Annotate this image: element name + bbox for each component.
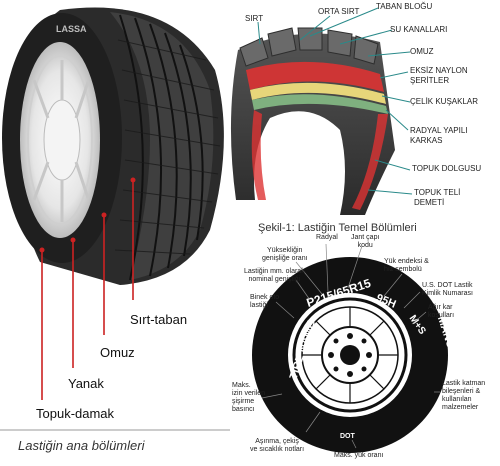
label-agir-line1: Ağır kar [428, 304, 453, 311]
caption: Lastiğin ana bölümleri [18, 438, 145, 453]
label-maks-yuk: Maks. yük oranı [334, 452, 384, 459]
label-jant-line1: Jant çapı [351, 234, 380, 241]
label-omuz: Omuz [100, 345, 135, 360]
figure-title: Şekil-1: Lastiğin Temel Bölümleri [258, 222, 417, 234]
label-jant: Jant çapı kodu [351, 234, 379, 250]
label-maks-line2: izin verilen [232, 390, 266, 397]
label-radyal-line1: RADYAL YAPILI [410, 126, 468, 135]
label-agir-line2: koşulları [428, 312, 455, 319]
label-maks-line4: basıncı [232, 406, 255, 413]
label-eksiz-naylon-line2: ŞERİTLER [410, 76, 450, 85]
label-maks-line1: Maks. [232, 382, 251, 389]
label-topuk-damak: Topuk-damak [36, 406, 115, 421]
label-mm-line1: Lastiğin mm. olarak [244, 268, 305, 275]
label-radyal-karkas: RADYAL YAPILI KARKAS [410, 126, 468, 146]
label-su-kanallari: SU KANALLARI [390, 25, 448, 34]
label-yukseklik-line1: Yüksekliğin [267, 247, 303, 254]
label-orta-sirt: ORTA SIRT [318, 7, 360, 16]
label-usdot-line1: U.S. DOT Lastik [422, 282, 473, 289]
label-yukseklik-line2: genişliğe oranı [262, 255, 308, 262]
label-sirt-taban: Sırt-taban [130, 312, 188, 327]
tire-sidewall-diagram: P215/65R15 95H M+S TIRE NAME MANUFACTURE… [252, 243, 475, 453]
label-omuz-cut: OMUZ [410, 47, 434, 56]
label-eksiz-naylon-line1: EKSİZ NAYLON [410, 66, 468, 75]
label-usdot: U.S. DOT Lastik Kimlik Numarası [422, 282, 473, 298]
label-yuk: Yük endeksi & hız sembolü [384, 258, 429, 274]
label-yuk-line1: Yük endeksi & [384, 258, 429, 265]
label-jant-line2: kodu [357, 242, 373, 249]
label-topuk-dolgusu: TOPUK DOLGUSU [412, 164, 482, 173]
label-yuk-line2: hız sembolü [384, 266, 422, 273]
label-katman-line4: malzemeler [442, 404, 479, 411]
tire-photo: LASSA [2, 7, 224, 400]
label-radyal: Radyal [316, 234, 338, 241]
tire-dot-text: DOT [340, 433, 356, 440]
brand-label: LASSA [56, 24, 87, 34]
label-binek-line2: lastiği [250, 302, 268, 309]
label-maks-line3: şişirme [232, 398, 255, 405]
label-taban-blogu: TABAN BLOĞU [376, 2, 433, 11]
label-binek: Binek oto lastiği [250, 294, 279, 310]
label-asinma-line1: Aşınma, çekiş [255, 438, 299, 445]
label-katman: Lastik katman bileşenleri & kullanılan m… [442, 380, 485, 412]
label-agir-kar: Ağır kar koşulları [428, 304, 454, 320]
label-maks-basinc: Maks. izin verilen şişirme basıncı [232, 382, 265, 414]
label-topuk-teli: TOPUK TELİ DEMETİ [414, 188, 460, 208]
label-binek-line1: Binek oto [250, 294, 280, 301]
label-eksiz-naylon: EKSİZ NAYLON ŞERİTLER [410, 66, 468, 86]
tire-cutaway [230, 7, 413, 215]
label-usdot-line2: Kimlik Numarası [422, 290, 473, 297]
label-topuk-teli-line2: DEMETİ [414, 198, 445, 207]
label-mm: Lastiğin mm. olarak nominal genişliği [244, 268, 305, 284]
label-topuk-teli-line1: TOPUK TELİ [414, 188, 461, 197]
label-katman-line2: bileşenleri & [442, 388, 481, 395]
label-katman-line1: Lastik katman [442, 380, 486, 387]
label-celik-kusaklar: ÇELİK KUŞAKLAR [410, 97, 479, 106]
label-radyal-line2: KARKAS [410, 136, 443, 145]
label-mm-line2: nominal genişliği [248, 276, 301, 283]
label-yanak: Yanak [68, 376, 104, 391]
label-yukseklik: Yüksekliğin genişliğe oranı [262, 247, 308, 263]
label-asinma-line2: ve sıcaklık notları [250, 446, 305, 453]
label-sirt: SIRT [245, 14, 264, 23]
label-katman-line3: kullanılan [442, 396, 472, 403]
label-asinma: Aşınma, çekiş ve sıcaklık notları [250, 438, 304, 454]
